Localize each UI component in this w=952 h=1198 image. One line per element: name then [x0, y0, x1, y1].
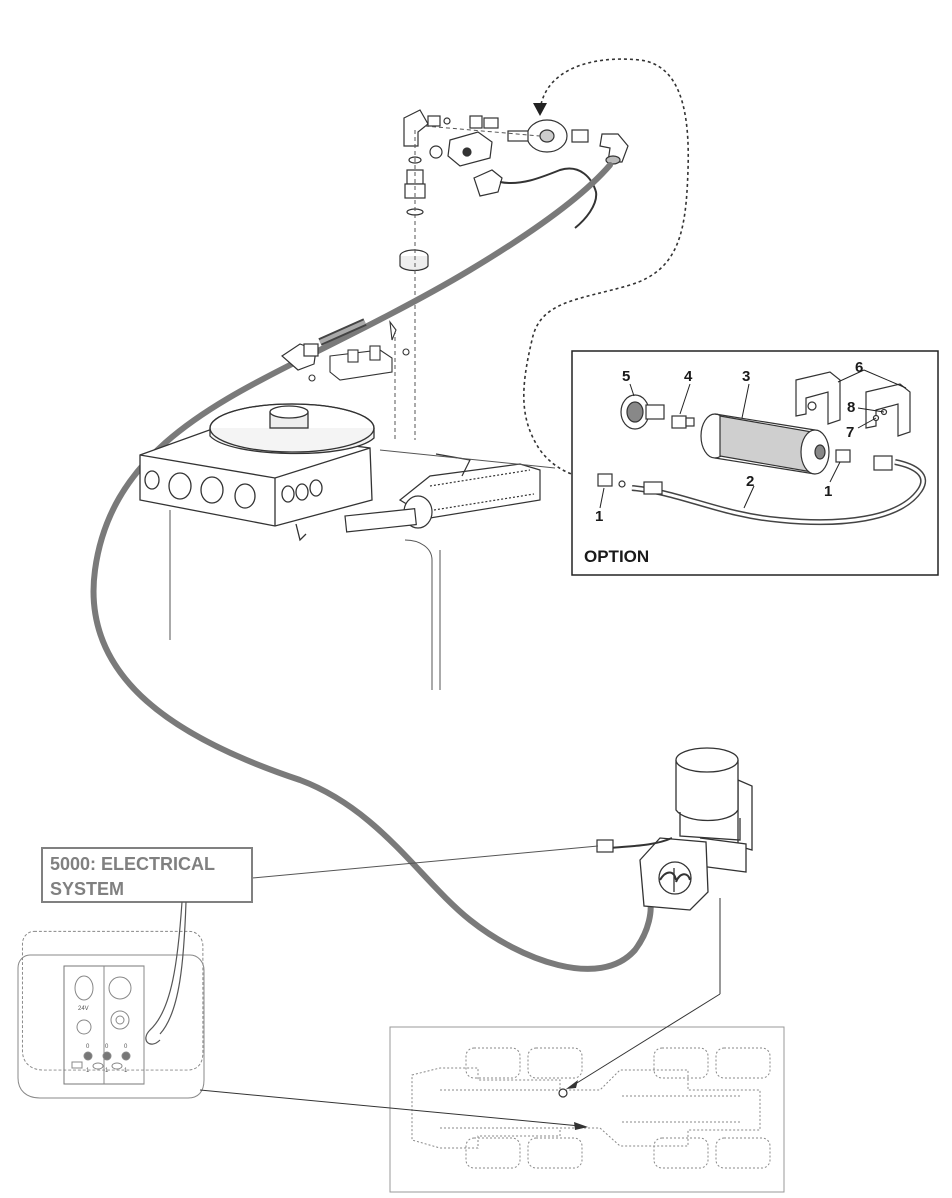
callout-1-left: 1	[595, 508, 603, 525]
main-fuel-hose	[90, 162, 654, 972]
panel-voltage-label: 24V	[78, 1006, 89, 1012]
mounting-bracket	[308, 320, 410, 382]
hose-elbow-fitting	[281, 343, 319, 371]
hose-coupling-highlight	[319, 320, 366, 344]
control-panel	[17, 930, 205, 1099]
panel-switch-label-1: 0	[86, 1044, 90, 1050]
callout-3: 3	[742, 368, 750, 385]
callout-6: 6	[855, 359, 863, 376]
solenoid-wire	[499, 167, 598, 229]
chassis-pump-location	[558, 1088, 568, 1098]
callout-2: 2	[746, 473, 754, 490]
option-label: OPTION	[584, 547, 649, 566]
assembly-center-lines	[394, 125, 541, 440]
pump-wire-connector	[596, 839, 614, 853]
dotted-return-line	[523, 58, 690, 481]
callout-1-right: 1	[824, 483, 832, 500]
burner-tube	[344, 453, 541, 533]
callout-7: 7	[846, 424, 854, 441]
mounting-plate-outline	[169, 449, 556, 690]
option-hose-inner	[631, 460, 925, 524]
panel-wiring	[145, 901, 183, 1045]
chassis-outline	[411, 1047, 771, 1169]
panel-switch-sub-3: 1	[124, 1068, 128, 1074]
chassis-arrowhead-pump	[566, 1080, 578, 1089]
electrical-ref-line2: SYSTEM	[50, 879, 124, 899]
panel-switch-label-3: 0	[124, 1044, 128, 1050]
chassis-arrowhead-panel	[574, 1122, 588, 1130]
electrical-ref-line1: 5000: ELECTRICAL	[50, 854, 215, 874]
callout-4: 4	[684, 368, 693, 385]
callout-5: 5	[622, 368, 630, 385]
chassis-leader-lines	[199, 898, 721, 1127]
panel-switch-label-2: 0	[105, 1044, 109, 1050]
heater-unit	[139, 403, 375, 542]
callout-8: 8	[847, 399, 855, 416]
fuel-pump	[639, 747, 753, 911]
panel-wiring-2	[159, 901, 187, 1035]
pump-wire	[609, 837, 673, 849]
option-leader-lines	[599, 369, 907, 509]
chassis-view-frame	[389, 1026, 785, 1193]
panel-switch-sub-2: 1	[105, 1068, 109, 1074]
panel-switch-sub-1: 1	[86, 1068, 90, 1074]
arrowhead-down	[533, 103, 547, 116]
top-fitting-cluster	[399, 109, 629, 272]
option-parts	[597, 371, 911, 495]
electrical-ref-leader	[251, 845, 599, 879]
electrical-ref-box	[41, 847, 253, 903]
